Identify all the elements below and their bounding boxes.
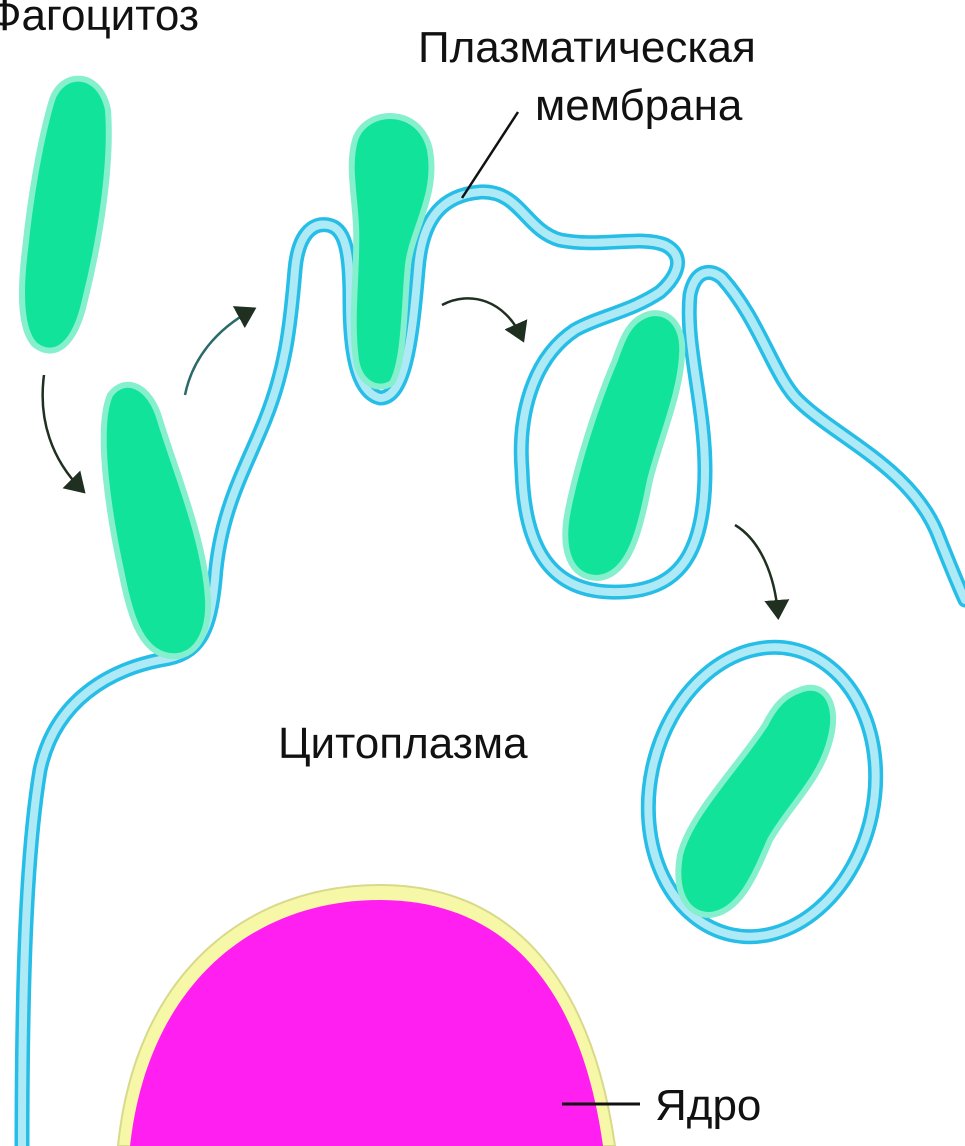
bacterium-icon xyxy=(565,313,682,578)
nucleus-body xyxy=(130,900,603,1146)
nucleus xyxy=(118,885,615,1146)
curved-arrow-icon xyxy=(43,375,82,490)
diagram-title: Фагоцитоз xyxy=(0,0,199,40)
membrane-label-line2: мембрана xyxy=(535,81,743,130)
curved-arrow-icon xyxy=(735,525,778,615)
bacterium-icon xyxy=(22,79,109,351)
curved-arrow-icon xyxy=(185,310,252,395)
nucleus-label: Ядро xyxy=(655,1081,761,1130)
curved-arrow-icon xyxy=(442,298,522,338)
bacteria-group xyxy=(22,79,833,915)
bacterium-icon xyxy=(678,688,833,915)
membrane-label-line1: Плазматическая xyxy=(418,23,756,72)
bacterium-icon xyxy=(104,385,208,656)
cytoplasm-label: Цитоплазма xyxy=(278,719,528,768)
